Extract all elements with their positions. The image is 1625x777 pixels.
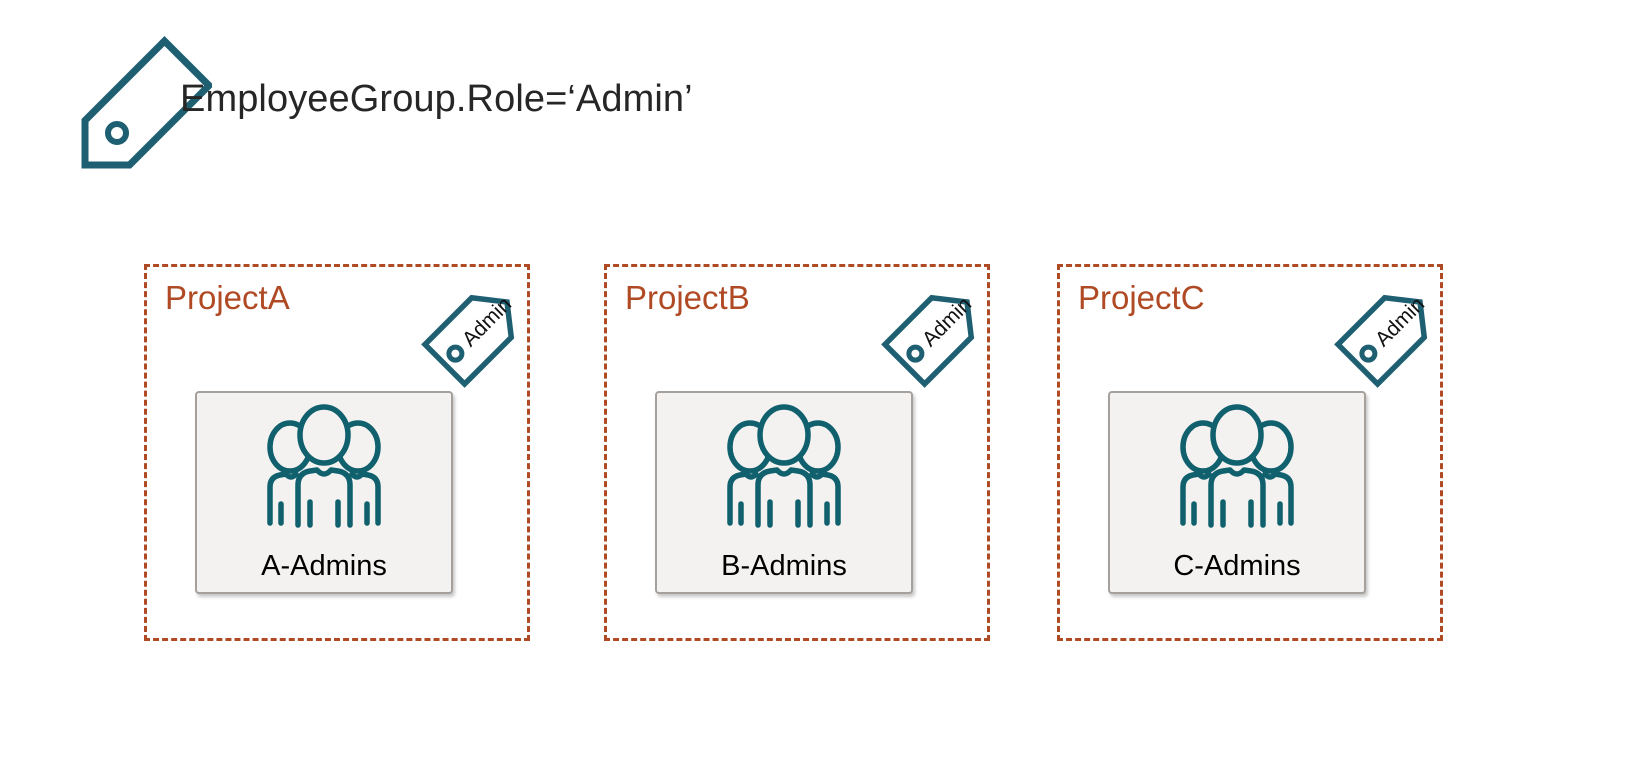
group-card[interactable]: A-Admins — [195, 391, 453, 594]
group-card[interactable]: B-Admins — [655, 391, 913, 594]
people-group-icon — [248, 403, 400, 531]
admin-tag-icon: Admin — [402, 279, 530, 407]
people-group-icon — [1161, 403, 1313, 531]
project-title: ProjectC — [1078, 279, 1205, 316]
project-title: ProjectA — [165, 279, 290, 316]
legend: EmployeeGroup.Role=‘Admin’ — [72, 28, 772, 178]
project-box[interactable]: ProjectC Admin — [1057, 264, 1443, 641]
tag-icon — [81, 36, 212, 169]
project-box[interactable]: ProjectB Admin — [604, 264, 990, 641]
group-label: A-Admins — [261, 550, 387, 582]
group-label: B-Admins — [721, 550, 847, 582]
project-box[interactable]: ProjectA Admin — [144, 264, 530, 641]
admin-tag-icon: Admin — [862, 279, 990, 407]
group-card[interactable]: C-Admins — [1108, 391, 1366, 594]
group-label: C-Admins — [1173, 550, 1301, 582]
project-title: ProjectB — [625, 279, 750, 316]
people-group-icon — [708, 403, 860, 531]
legend-label: EmployeeGroup.Role=‘Admin’ — [180, 78, 693, 120]
admin-tag-icon: Admin — [1315, 279, 1443, 407]
